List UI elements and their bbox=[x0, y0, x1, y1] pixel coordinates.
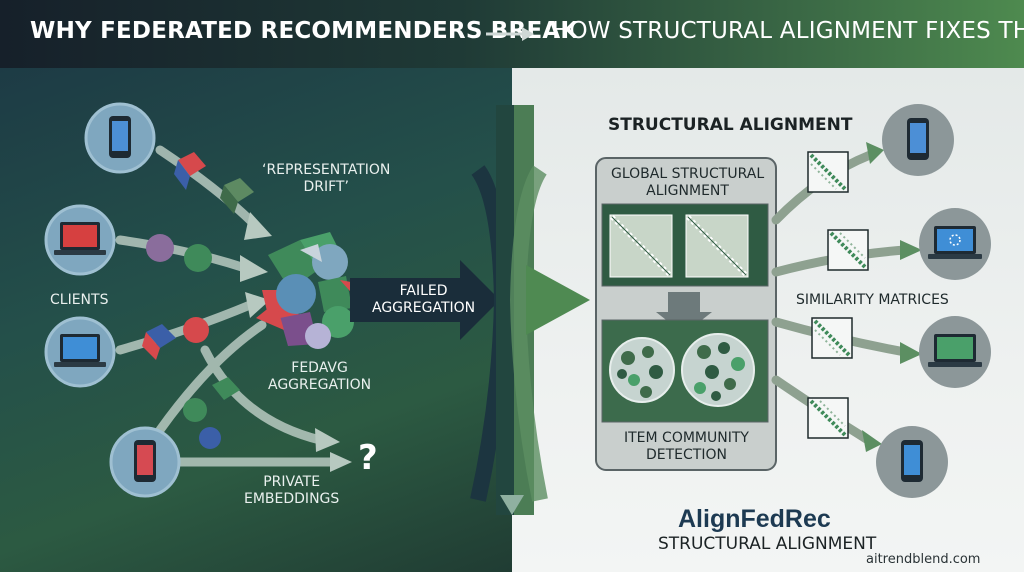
community-detection-line-1: ITEM COMMUNITY bbox=[624, 430, 749, 446]
fedavg-line-1: FEDAVG bbox=[291, 360, 348, 376]
output-arrowheads bbox=[862, 142, 922, 452]
center-divider bbox=[470, 105, 590, 515]
client-1 bbox=[84, 102, 156, 174]
device-1 bbox=[882, 104, 954, 176]
global-alignment-line-1: GLOBAL STRUCTURAL bbox=[611, 166, 765, 182]
community-circles bbox=[609, 333, 755, 407]
global-alignment-line-2: ALIGNMENT bbox=[646, 183, 729, 199]
flow-arrowheads bbox=[240, 212, 352, 472]
community-detection-line-2: DETECTION bbox=[645, 447, 727, 463]
structural-alignment-title: STRUCTURAL ALIGNMENT bbox=[608, 115, 853, 135]
question-mark: ? bbox=[358, 438, 378, 478]
down-arrow-icon bbox=[656, 292, 712, 334]
header-right-title: HOW STRUCTURAL ALIGNMENT FIXES THEM bbox=[552, 18, 1024, 44]
brand-logo-text: AlignFedRec bbox=[678, 505, 831, 533]
header-left-title: WHY FEDERATED RECOMMENDERS BREAK bbox=[30, 18, 579, 44]
header-bar: WHY FEDERATED RECOMMENDERS BREAK HOW STR… bbox=[0, 0, 1024, 68]
private-embeddings-line-2: EMBEDDINGS bbox=[244, 491, 340, 507]
matrix-pair bbox=[609, 214, 749, 278]
failed-aggregation-line-2: AGGREGATION bbox=[372, 300, 476, 316]
failed-aggregation-label: FAILED AGGREGATION bbox=[372, 283, 475, 317]
fedavg-cluster bbox=[256, 232, 362, 349]
fedavg-line-2: AGGREGATION bbox=[268, 377, 372, 393]
device-3 bbox=[919, 316, 991, 388]
client-3 bbox=[44, 316, 116, 388]
device-4 bbox=[876, 426, 948, 498]
brand-subtitle: STRUCTURAL ALIGNMENT bbox=[658, 534, 877, 554]
representation-drift-line-1: ‘REPRESENTATION bbox=[262, 162, 391, 178]
global-alignment-label: GLOBAL STRUCTURAL ALIGNMENT bbox=[611, 166, 764, 200]
device-2 bbox=[919, 208, 991, 280]
client-4 bbox=[109, 426, 181, 498]
site-url: aitrendblend.com bbox=[866, 552, 981, 567]
similarity-matrices bbox=[807, 151, 869, 439]
similarity-matrices-label: SIMILARITY MATRICES bbox=[796, 292, 949, 308]
failed-aggregation-line-1: FAILED bbox=[399, 283, 448, 299]
clients-label: CLIENTS bbox=[50, 292, 109, 308]
community-detection-label: ITEM COMMUNITY DETECTION bbox=[624, 430, 749, 464]
client-2 bbox=[44, 204, 116, 276]
fedavg-label: FEDAVG AGGREGATION bbox=[268, 360, 371, 394]
private-embeddings-line-1: PRIVATE bbox=[263, 474, 321, 490]
embedding-shapes bbox=[142, 152, 254, 449]
failed-aggregation-arrow bbox=[350, 260, 500, 340]
header-arrow-icon bbox=[486, 27, 534, 41]
representation-drift-line-2: DRIFT’ bbox=[303, 179, 349, 195]
representation-drift-label: ‘REPRESENTATION DRIFT’ bbox=[262, 162, 390, 196]
private-embeddings-label: PRIVATE EMBEDDINGS bbox=[244, 474, 339, 508]
